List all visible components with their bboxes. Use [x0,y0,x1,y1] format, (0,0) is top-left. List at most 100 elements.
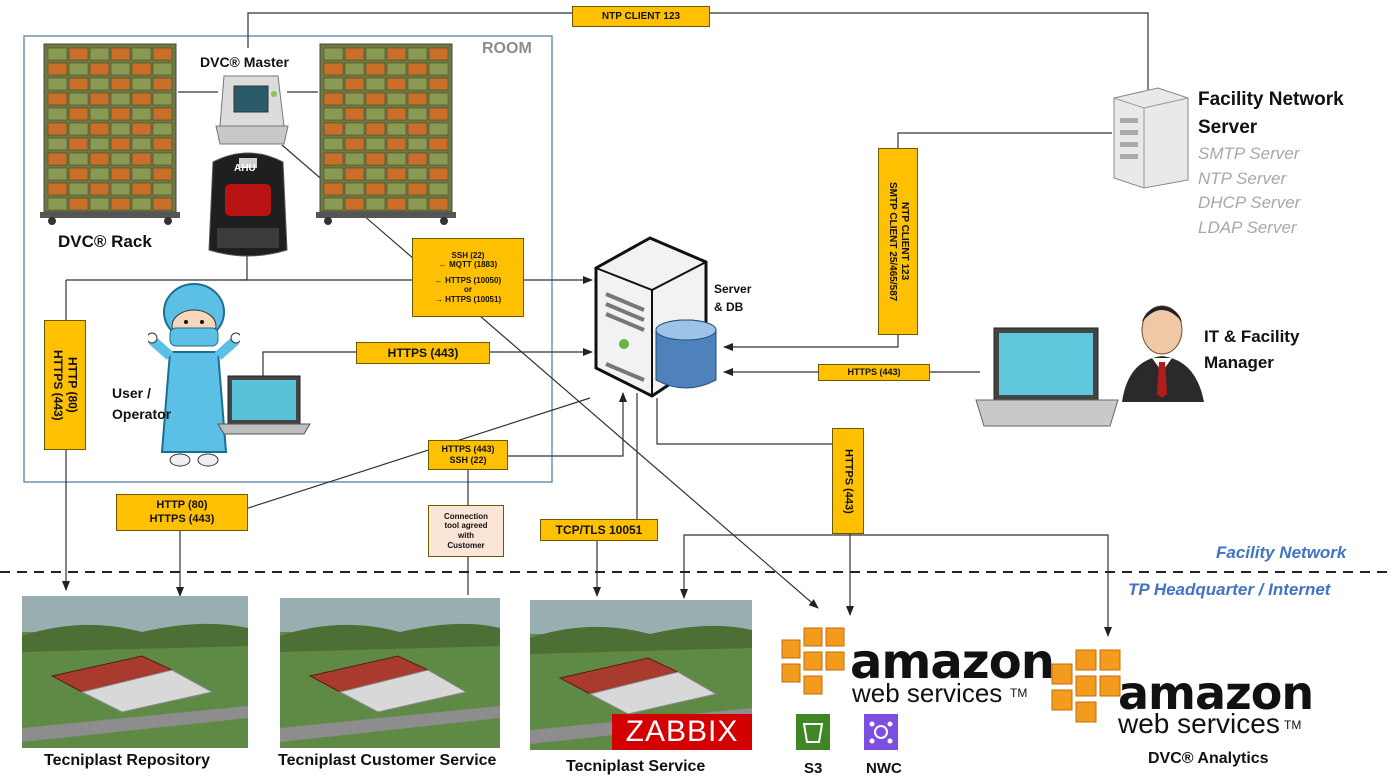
rack-cage [68,92,89,106]
it-manager-line-2: Manager [1204,353,1274,372]
rack-cage [89,137,110,151]
tcp-tls-box: TCP/TLS 10051 [540,519,658,541]
it-manager-image [1122,305,1204,402]
rack-cage [131,197,152,211]
rack-cage [365,167,386,181]
rack-cage [47,77,68,91]
customer-service-photo [280,598,500,748]
rack-cage [386,182,407,196]
dvc-rack-right-image [316,43,456,225]
http-https-bottom-box: HTTP (80) HTTPS (443) [116,494,248,531]
rack-cage [365,62,386,76]
rack-cage [386,77,407,91]
https-ssh-line-1: HTTPS (443) [441,444,495,455]
rack-cage [428,167,449,181]
rack-cage [386,92,407,106]
zabbix-logo: ZABBIX [612,714,752,750]
rack-cage [152,167,173,181]
rack-cage [407,122,428,136]
server-db-label: Server & DB [714,280,751,316]
rack-cage [323,92,344,106]
rack-cage [344,182,365,196]
dvc-master-image [215,75,289,145]
nwc-label: NWC [866,760,902,777]
rack-cage [131,92,152,106]
operator-laptop-image [217,375,311,435]
ssh-mqtt-line-2: ← MQTT (1883) [438,260,498,270]
aws-cubes-icon [781,627,845,695]
rack-cage [344,152,365,166]
rack-cage [428,47,449,61]
rack-cage [407,182,428,196]
service-ldap: LDAP Server [1198,217,1297,237]
rack-cage [428,122,449,136]
s3-label: S3 [804,760,823,777]
aws-cubes-analytics-icon [1051,649,1121,723]
ssh-mqtt-line-6: → HTTPS (10051) [434,294,502,304]
rack-cage [68,122,89,136]
it-manager-line-1: IT & Facility [1204,327,1300,346]
rack-cage [323,137,344,151]
rack-cage [386,167,407,181]
rack-cage [47,122,68,136]
rack-cage [110,152,131,166]
rack-cage [47,152,68,166]
rack-cage [386,47,407,61]
rack-cage [344,197,365,211]
rack-cage [323,47,344,61]
server-db-image [594,236,717,398]
rack-cage [89,77,110,91]
rack-cage [428,92,449,106]
rack-cage [89,47,110,61]
it-laptop-image [975,327,1119,427]
rack-cage [89,92,110,106]
rack-cage [152,152,173,166]
aws-wordmark: amazon [850,634,1055,690]
rack-cage [323,152,344,166]
rack-cage [68,152,89,166]
ssh-mqtt-line-1: SSH (22) [451,250,485,260]
rack-cage [428,77,449,91]
connection-tool-line-3: with [458,531,474,540]
rack-cage [428,137,449,151]
rack-cage [68,137,89,151]
rack-cage [68,182,89,196]
rack-cage [407,152,428,166]
facility-server-title-line-2: Server [1198,117,1258,138]
ssh-mqtt-line-5: or [464,285,472,295]
rack-cage [407,92,428,106]
user-operator-line-2: Operator [112,406,172,422]
http-https-left-box: HTTP (80) HTTPS (443) [44,320,86,450]
rack-cage [407,77,428,91]
dvc-rack-label: DVC® Rack [58,232,152,251]
rack-cage [152,77,173,91]
facility-server-title: Facility Network Server [1198,86,1344,142]
connection-tool-line-1: Connection [444,511,488,521]
service-smtp: SMTP Server [1198,144,1300,163]
rack-cage [323,197,344,211]
rack-cage [89,152,110,166]
connection-tool-box: Connection tool agreed with Customer [428,505,504,557]
user-operator-label: User / Operator [112,383,171,425]
rack-cage [68,47,89,61]
rack-cage [152,107,173,121]
rack-cage [344,92,365,106]
rack-cage [323,107,344,121]
rack-cage [47,167,68,181]
server-db-line-2: & DB [714,300,744,314]
rack-cage [386,152,407,166]
rack-cage [68,62,89,76]
rack-cage [89,197,110,211]
ssh-mqtt-https-box: SSH (22) ← MQTT (1883) ← HTTPS (10050) o… [412,238,524,317]
rack-cage [47,62,68,76]
rack-cage [365,47,386,61]
rack-cage [68,107,89,121]
room-boundary [23,35,553,483]
nwc-network-icon [864,714,898,750]
rack-cage [131,137,152,151]
rack-cage [110,137,131,151]
rack-cage [386,107,407,121]
s3-bucket-icon [796,714,830,750]
rack-cage [407,47,428,61]
facility-server-services: SMTP Server NTP Server DHCP Server LDAP … [1198,142,1300,240]
